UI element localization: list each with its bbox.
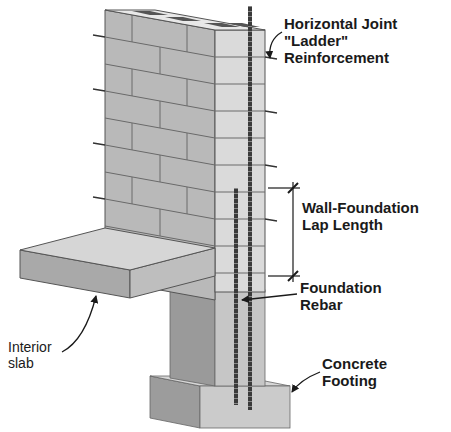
callout-label: Interior slab xyxy=(8,340,64,371)
ladder-wire xyxy=(265,57,277,221)
wall-top xyxy=(105,10,265,30)
callout-label: Horizontal Joint "Ladder" Reinforcement xyxy=(284,16,402,66)
block-core xyxy=(165,17,201,21)
slab-top xyxy=(20,228,215,270)
leader-line xyxy=(242,294,297,300)
rebar-ribs xyxy=(234,188,238,405)
stem-face xyxy=(215,290,265,386)
block-core xyxy=(132,11,168,15)
callout-label: Wall-Foundation Lap Length xyxy=(302,200,442,234)
dimension-line xyxy=(292,182,293,282)
dimension-tick xyxy=(288,183,298,193)
wall-end xyxy=(215,30,265,292)
leader-lines xyxy=(62,32,320,392)
ladder-wire xyxy=(93,35,105,199)
head-joint xyxy=(132,15,187,236)
leader-line xyxy=(292,372,320,392)
leader-line xyxy=(270,32,282,58)
footing-face xyxy=(200,386,290,428)
end-joint xyxy=(215,57,265,273)
callout-label: Foundation Rebar xyxy=(300,280,400,314)
lap-dimension xyxy=(268,182,300,282)
rebar-ribs xyxy=(248,6,252,410)
dimension-tick xyxy=(288,271,298,281)
block-core xyxy=(227,23,260,27)
leader-line xyxy=(62,296,96,352)
callout-label: Concrete Footing xyxy=(322,356,422,390)
foundation-rebar xyxy=(234,188,238,405)
extension-line xyxy=(268,275,300,276)
wall-rebar xyxy=(248,6,252,410)
extension-line xyxy=(268,187,300,188)
